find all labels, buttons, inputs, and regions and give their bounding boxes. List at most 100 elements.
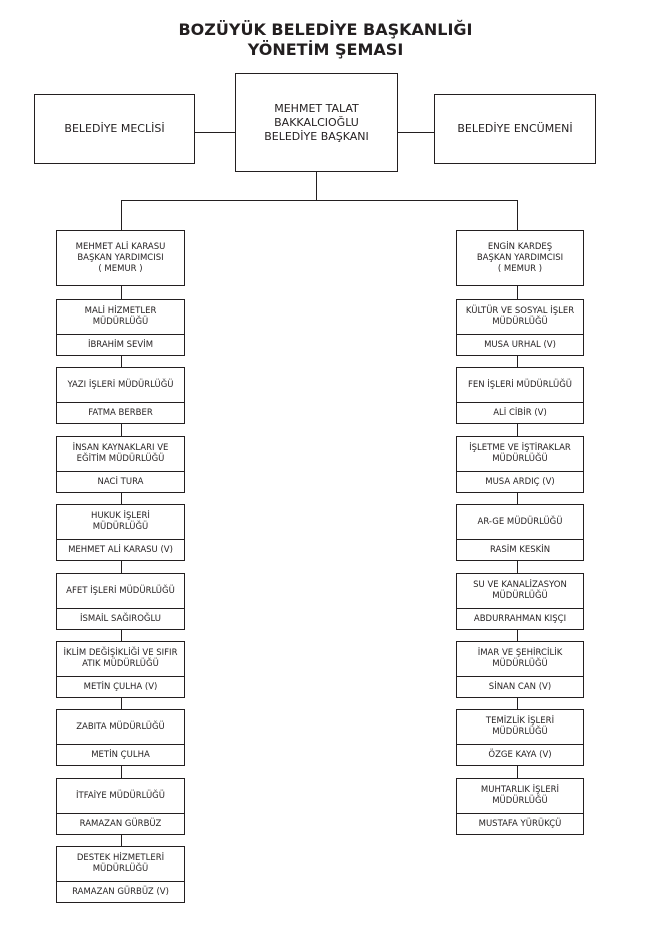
dept-name: ZABITA MÜDÜRLÜĞÜ xyxy=(57,710,184,744)
left-dept-box: ZABITA MÜDÜRLÜĞÜ METİN ÇULHA xyxy=(56,709,185,766)
deputy-right-name: ENGİN KARDEŞ xyxy=(487,241,553,252)
connector-committee xyxy=(397,132,434,133)
dept-name-line: FEN İŞLERİ MÜDÜRLÜĞÜ xyxy=(467,379,572,390)
deputy-left-box: MEHMET ALİ KARASU BAŞKAN YARDIMCISI ( ME… xyxy=(56,230,185,286)
dept-head-name: MEHMET ALİ KARASU (V) xyxy=(57,539,184,560)
deputy-left-title: BAŞKAN YARDIMCISI xyxy=(77,252,164,263)
dept-name-line: İNSAN KAYNAKLARI VE xyxy=(72,443,169,453)
dept-name-line: MÜDÜRLÜĞÜ xyxy=(92,864,149,874)
council-label: BELEDİYE MECLİSİ xyxy=(64,122,165,135)
dept-name: AFET İŞLERİ MÜDÜRLÜĞÜ xyxy=(57,574,184,608)
dept-name-line: EĞİTİM MÜDÜRLÜĞÜ xyxy=(76,454,165,464)
connector-mayor-down xyxy=(316,171,317,201)
left-dept-connector xyxy=(121,630,122,641)
dept-head-name: RASİM KESKİN xyxy=(457,539,583,560)
dept-name-line: MÜDÜRLÜĞÜ xyxy=(492,591,548,601)
dept-head-name: SİNAN CAN (V) xyxy=(457,676,583,697)
dept-head-name: ABDURRAHMAN KIŞÇI xyxy=(457,608,583,629)
dept-name-line: MÜDÜRLÜĞÜ xyxy=(92,522,149,532)
mayor-title: BELEDİYE BAŞKANI xyxy=(264,129,369,143)
dept-head-name: MUSA URHAL (V) xyxy=(457,334,583,355)
connector-horizontal xyxy=(121,200,518,201)
dept-name-line: İMAR VE ŞEHİRCİLİK xyxy=(477,648,563,658)
dept-head-name: MUSTAFA YÜRÜKÇÜ xyxy=(457,813,583,834)
dept-name-line: İTFAİYE MÜDÜRLÜĞÜ xyxy=(76,790,165,801)
deputy-right-title: BAŞKAN YARDIMCISI xyxy=(476,252,564,263)
dept-name-line: İKLİM DEĞİŞİKLİĞİ VE SIFIR xyxy=(63,648,178,658)
right-dept-connector xyxy=(517,493,518,504)
dept-name-line: SU VE KANALİZASYON xyxy=(473,580,567,590)
chart-title-line1: BOZÜYÜK BELEDİYE BAŞKANLIĞI xyxy=(178,20,473,39)
committee-label: BELEDİYE ENCÜMENİ xyxy=(457,122,573,135)
dept-head-name: MUSA ARDIÇ (V) xyxy=(457,471,583,492)
dept-name-line: ZABITA MÜDÜRLÜĞÜ xyxy=(76,721,165,732)
right-dept-connector xyxy=(517,424,518,436)
left-dept-connector xyxy=(121,424,122,436)
right-dept-connector xyxy=(517,286,518,299)
dept-name-line: MÜDÜRLÜĞÜ xyxy=(92,317,149,327)
mayor-box: MEHMET TALAT BAKKALCIOĞLU BELEDİYE BAŞKA… xyxy=(235,73,398,172)
dept-name-line: MÜDÜRLÜĞÜ xyxy=(492,659,548,669)
deputy-right-box: ENGİN KARDEŞ BAŞKAN YARDIMCISI ( MEMUR ) xyxy=(456,230,584,286)
left-dept-box: YAZI İŞLERİ MÜDÜRLÜĞÜ FATMA BERBER xyxy=(56,367,185,424)
dept-name-line: KÜLTÜR VE SOSYAL İŞLER xyxy=(465,306,575,316)
dept-name-line: ATIK MÜDÜRLÜĞÜ xyxy=(82,659,159,669)
left-dept-connector xyxy=(121,561,122,573)
dept-name-line: YAZI İŞLERİ MÜDÜRLÜĞÜ xyxy=(67,379,174,390)
dept-head-name: ÖZGE KAYA (V) xyxy=(457,744,583,765)
dept-head-name: RAMAZAN GÜRBÜZ xyxy=(57,813,184,834)
dept-name-line: DESTEK HİZMETLERİ xyxy=(76,853,165,863)
right-dept-connector xyxy=(517,698,518,709)
dept-name-line: MÜDÜRLÜĞÜ xyxy=(492,317,548,327)
dept-head-name: FATMA BERBER xyxy=(57,402,184,423)
dept-name: FEN İŞLERİ MÜDÜRLÜĞÜ xyxy=(457,368,583,402)
right-dept-connector xyxy=(517,356,518,367)
right-dept-connector xyxy=(517,766,518,778)
left-dept-connector xyxy=(121,356,122,367)
left-dept-connector xyxy=(121,835,122,846)
committee-box: BELEDİYE ENCÜMENİ xyxy=(434,94,596,164)
dept-name-line: MUHTARLIK İŞLERİ xyxy=(480,785,560,795)
dept-head-name: METİN ÇULHA xyxy=(57,744,184,765)
dept-name-line: TEMİZLİK İŞLERİ xyxy=(485,716,555,726)
connector-right-deputy xyxy=(517,200,518,231)
dept-name-line: MÜDÜRLÜĞÜ xyxy=(492,796,548,806)
dept-head-name: İSMAİL SAĞIROĞLU xyxy=(57,608,184,629)
dept-name-line: AR-GE MÜDÜRLÜĞÜ xyxy=(477,516,563,527)
dept-head-name: METİN ÇULHA (V) xyxy=(57,676,184,697)
mayor-name-line1: MEHMET TALAT xyxy=(274,101,359,115)
mayor-name-line2: BAKKALCIOĞLU xyxy=(274,115,359,129)
dept-name-line: İŞLETME VE İŞTİRAKLAR xyxy=(469,443,571,453)
left-dept-connector xyxy=(121,493,122,504)
deputy-left-status: ( MEMUR ) xyxy=(98,263,143,274)
dept-head-name: İBRAHİM SEVİM xyxy=(57,334,184,355)
dept-name: AR-GE MÜDÜRLÜĞÜ xyxy=(457,505,583,539)
dept-name-line: MÜDÜRLÜĞÜ xyxy=(492,454,548,464)
deputy-right-status: ( MEMUR ) xyxy=(497,263,543,274)
connector-left-deputy xyxy=(121,200,122,231)
deputy-left-name: MEHMET ALİ KARASU xyxy=(75,241,166,252)
left-dept-connector xyxy=(121,766,122,778)
